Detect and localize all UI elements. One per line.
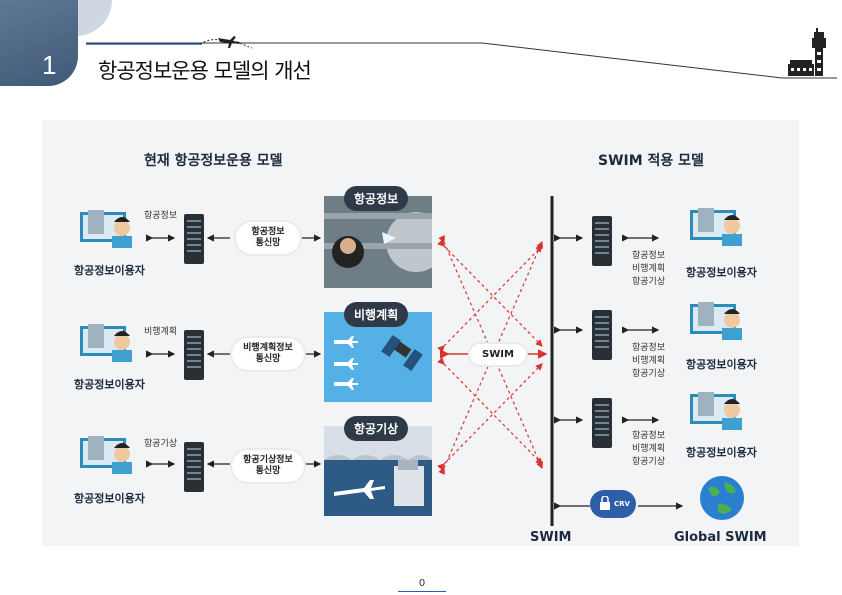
globe-icon: [700, 476, 744, 520]
right-row-labels: 항공정보 비행계획 항공기상: [632, 342, 665, 381]
section-number: 1: [42, 50, 57, 80]
swim-center-cloud: SWIM: [470, 344, 526, 365]
page-title: 항공정보운용 모델의 개선: [98, 59, 312, 83]
header-decoration: [86, 28, 837, 79]
airplane-icon: [199, 36, 253, 49]
label-aero-info: 항공정보: [632, 251, 666, 261]
connection-lines: [146, 196, 684, 526]
user-computer-icon: [690, 208, 742, 246]
left-model-title: 현재 항공정보운용 모델: [144, 153, 283, 169]
category-badge: 항공정보: [344, 186, 409, 211]
label-weather: 항공기상: [632, 457, 666, 467]
label-flight-plan: 비행계획: [632, 264, 666, 274]
category-badge: 비행계획: [344, 302, 409, 327]
swim-comparison-figure: 현재 항공정보운용 모델 SWIM 적용 모델: [42, 120, 799, 546]
network-cloud: 항공기상정보 통신망: [232, 450, 304, 482]
server-icon: [184, 214, 204, 264]
page-number: 0: [398, 578, 446, 592]
server-icon: [592, 310, 612, 360]
user-label: 항공정보이용자: [74, 264, 145, 277]
right-row-labels: 항공정보 비행계획 항공기상: [632, 430, 665, 469]
label-flight-plan: 비행계획: [632, 444, 666, 454]
row-tag: 비행계획: [144, 327, 178, 337]
user-computer-icon: [690, 392, 742, 430]
user-computer-icon: [80, 436, 132, 474]
right-model-title: SWIM 적용 모델: [598, 153, 704, 169]
section-badge: [0, 0, 78, 86]
label-aero-info: 항공정보: [632, 431, 666, 441]
server-icon: [184, 442, 204, 492]
category-badge: 항공기상: [344, 416, 409, 441]
user-label: 항공정보이용자: [74, 378, 145, 391]
server-icon: [592, 216, 612, 266]
crv-cloud: CRV: [590, 490, 636, 518]
label-weather: 항공기상: [632, 277, 666, 287]
label-flight-plan: 비행계획: [632, 356, 666, 366]
row-tag: 항공기상: [144, 439, 178, 449]
server-icon: [592, 398, 612, 448]
user-computer-icon: [80, 210, 132, 248]
user-computer-icon: [80, 324, 132, 362]
user-label: 항공정보이용자: [686, 446, 757, 459]
user-label: 항공정보이용자: [686, 266, 757, 279]
lock-icon: [600, 496, 610, 510]
network-cloud: 항공정보 통신망: [236, 222, 300, 254]
crv-label: CRV: [614, 500, 630, 508]
label-weather: 항공기상: [632, 369, 666, 379]
row-tag: 항공정보: [144, 211, 178, 221]
network-cloud: 비행계획정보 통신망: [232, 338, 304, 370]
user-label: 항공정보이용자: [686, 358, 757, 371]
server-icon: [184, 330, 204, 380]
flight-plan-image: [324, 312, 432, 402]
control-tower-icon: [788, 28, 826, 76]
user-computer-icon: [690, 302, 742, 340]
aeronautical-info-image: [324, 196, 446, 288]
user-label: 항공정보이용자: [74, 492, 145, 505]
right-row-labels: 항공정보 비행계획 항공기상: [632, 250, 665, 289]
label-aero-info: 항공정보: [632, 343, 666, 353]
global-swim-label: Global SWIM: [674, 530, 767, 545]
swim-bus-label: SWIM: [530, 530, 572, 545]
